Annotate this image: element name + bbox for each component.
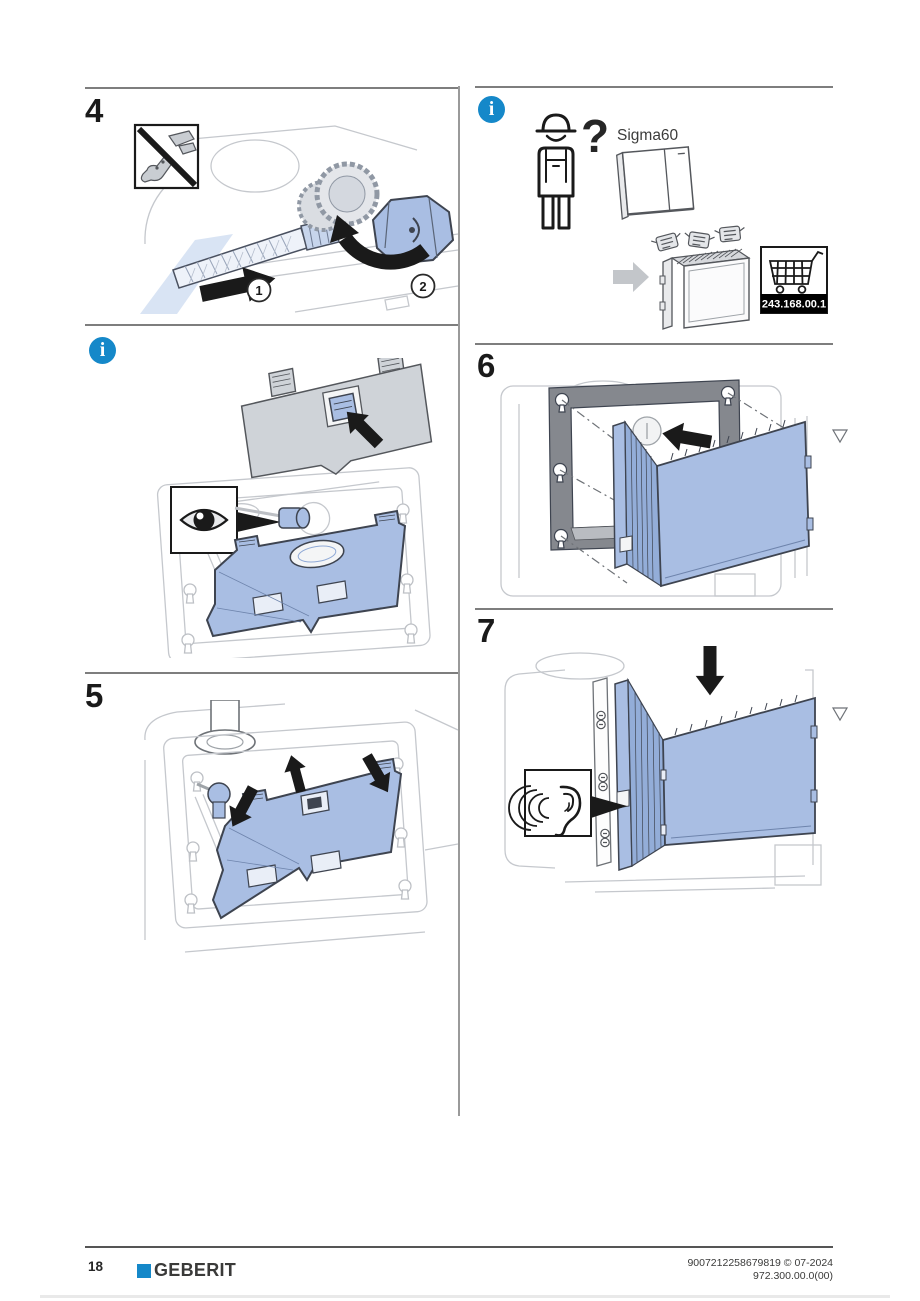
section-rule <box>475 608 833 610</box>
no-wrench-icon <box>133 123 200 190</box>
callout-2: 2 <box>410 273 436 299</box>
figure-step5-mount-cover <box>144 700 458 953</box>
geberit-logo-square <box>137 1263 151 1278</box>
part-number: 243.168.00.1 <box>762 299 826 311</box>
flush-pipe <box>194 700 256 755</box>
print-id: 9007212258679819 © 07-2024 <box>687 1257 833 1269</box>
valve-knurl <box>297 161 380 232</box>
geberit-logo: GEBERIT <box>137 1260 236 1281</box>
latch-slot <box>616 789 630 809</box>
blue-protection-box <box>612 419 814 588</box>
info-icon: i <box>478 96 505 123</box>
step7-number: 7 <box>477 612 496 649</box>
figure-step4-connect-hose: 1 2 <box>133 123 458 314</box>
valve-stub <box>196 782 231 819</box>
shopping-cart-icon: 243.168.00.1 <box>760 246 828 314</box>
geberit-logo-word: GEBERIT <box>154 1260 237 1280</box>
section-rule <box>475 86 833 88</box>
ear-icon <box>508 769 592 837</box>
section-rule <box>85 324 458 326</box>
union-nut <box>371 194 455 266</box>
press-down-arrow <box>695 646 725 696</box>
step5-number: 5 <box>85 677 104 714</box>
step6-number: 6 <box>477 347 496 384</box>
figure-step6-insert-box <box>500 379 849 597</box>
svg-text:1: 1 <box>255 283 262 298</box>
blue-protection-box <box>614 677 818 872</box>
figure-info-protection-plate <box>156 358 433 658</box>
alignment-lines <box>559 392 796 584</box>
result-arrow <box>613 262 649 292</box>
wall-outline <box>144 703 458 953</box>
column-divider <box>458 86 460 1116</box>
level-mark <box>831 707 849 722</box>
section-rule <box>85 87 458 89</box>
rotate-arrow <box>338 233 430 270</box>
eye-icon <box>170 486 238 554</box>
protection-box <box>659 248 751 330</box>
level-mark <box>831 429 849 444</box>
info-icon: i <box>89 337 116 364</box>
blue-cover-plate <box>205 509 407 638</box>
rotate-arrow-head <box>330 215 359 243</box>
colophon: 9007212258679819 © 07-2024 972.300.00.0(… <box>573 1257 833 1283</box>
question-mark: ? <box>581 110 609 162</box>
look-arrow <box>237 512 281 532</box>
figure-step7-click-box <box>504 646 849 893</box>
mounting-rail <box>592 677 612 867</box>
callout-1: 1 <box>246 277 272 303</box>
blue-cover-plate <box>211 757 403 920</box>
lift-arrow-middle <box>280 752 312 795</box>
sigma60-actuator-plate <box>616 146 695 220</box>
svg-text:2: 2 <box>419 279 426 294</box>
fastening-clips <box>650 224 747 254</box>
worker-icon <box>535 113 577 230</box>
article-version: 972.300.00.0(00) <box>753 1270 833 1282</box>
protection-plate <box>240 358 433 479</box>
actuating-knob <box>234 506 311 529</box>
page-number: 18 <box>88 1259 104 1274</box>
section-rule <box>85 672 458 674</box>
product-name: Sigma60 <box>617 127 679 144</box>
section-rule <box>475 343 833 345</box>
listen-arrow <box>591 796 627 818</box>
figure-info-sigma60: ? Sigma60 <box>535 110 828 330</box>
footer-rule <box>85 1246 833 1248</box>
step4-number: 4 <box>85 92 104 129</box>
page-edge-shadow <box>40 1295 890 1298</box>
